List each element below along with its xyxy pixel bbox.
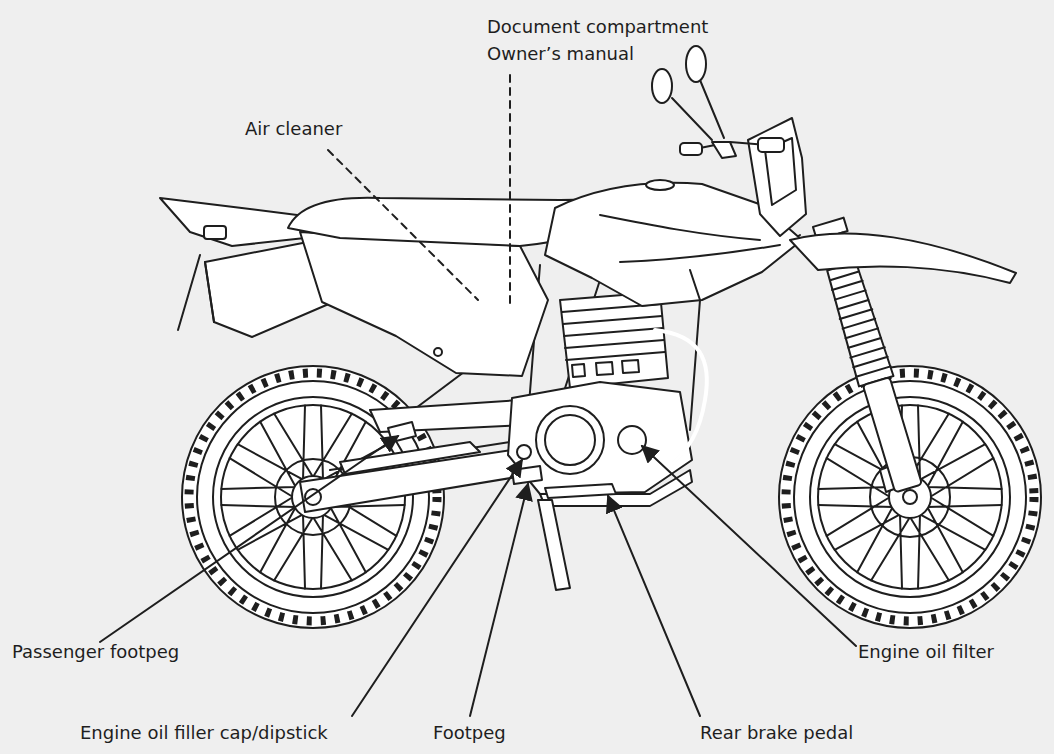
fuel-cap <box>646 180 674 190</box>
grip <box>680 143 702 155</box>
right-mirror <box>686 46 706 82</box>
leader-line <box>328 150 478 300</box>
leader-line <box>608 496 700 716</box>
engine-cylinder <box>560 292 668 388</box>
leader-line <box>100 436 398 642</box>
part-label: Engine oil filler cap/dipstick <box>80 722 328 744</box>
cooling-fins <box>562 304 665 360</box>
leader-line <box>642 446 856 646</box>
leader-line <box>352 460 522 716</box>
oil-filler-cap <box>517 445 531 459</box>
grip <box>758 138 784 152</box>
part-label: Document compartment <box>487 16 708 38</box>
panel-bolt <box>434 348 442 356</box>
gaiter-folds <box>827 271 890 377</box>
rear-brake-pedal <box>545 484 616 498</box>
crankcase <box>508 382 692 494</box>
rear-wheel <box>182 366 444 628</box>
oil-filter-cover <box>618 426 646 454</box>
shroud-lines <box>600 215 780 300</box>
taillight <box>204 226 226 239</box>
rear-fender <box>160 198 305 246</box>
muffler-end <box>205 262 214 322</box>
exhaust-pipe-outline <box>655 330 707 470</box>
side-stand <box>538 500 570 590</box>
leader-line <box>509 75 511 306</box>
exhaust-pipe <box>655 330 707 470</box>
part-label: Rear brake pedal <box>700 722 853 744</box>
leader-line <box>470 484 528 716</box>
part-label: Passenger footpeg <box>12 641 179 663</box>
part-label: Air cleaner <box>245 118 342 140</box>
part-label: Owner’s manual <box>487 43 634 65</box>
clutch-cover-inner <box>545 415 595 465</box>
fork-gaiter <box>824 261 893 386</box>
clutch-lever-mount <box>712 142 736 158</box>
headlight-cowl <box>748 118 806 236</box>
cylinder-bolts <box>572 360 639 377</box>
part-label: Footpeg <box>433 722 506 744</box>
license-bracket <box>178 255 200 330</box>
skid-plate <box>540 470 692 506</box>
clutch-cover <box>536 406 604 474</box>
side-panel <box>300 232 548 376</box>
left-mirror <box>652 69 672 103</box>
fork-slider <box>863 377 922 492</box>
chain-guard <box>340 442 480 474</box>
mirror-stems <box>672 80 724 140</box>
front-fender <box>790 233 1016 283</box>
front-wheel <box>779 366 1041 628</box>
part-label: Engine oil filter <box>858 641 994 663</box>
